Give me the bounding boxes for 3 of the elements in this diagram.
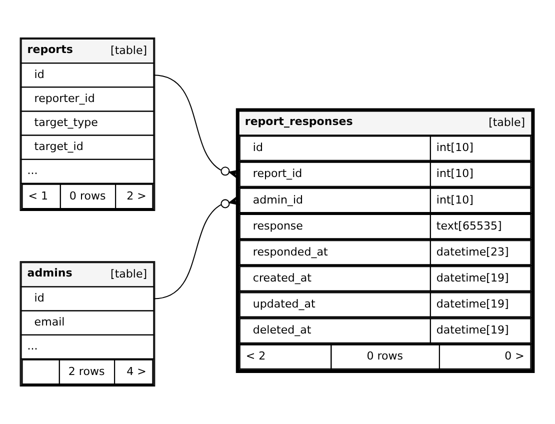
- connector: [154, 196, 240, 300]
- connector: [154, 74, 240, 180]
- node-box: report_responses [table] id int[10] report_id int[10] admin_id int[10] response text[65535] responded_at datetime[23] created_at datetime[19] updated_at datetime[19] deleted_at datetime[19] < 2 0 rows 0 >: [236, 108, 535, 373]
